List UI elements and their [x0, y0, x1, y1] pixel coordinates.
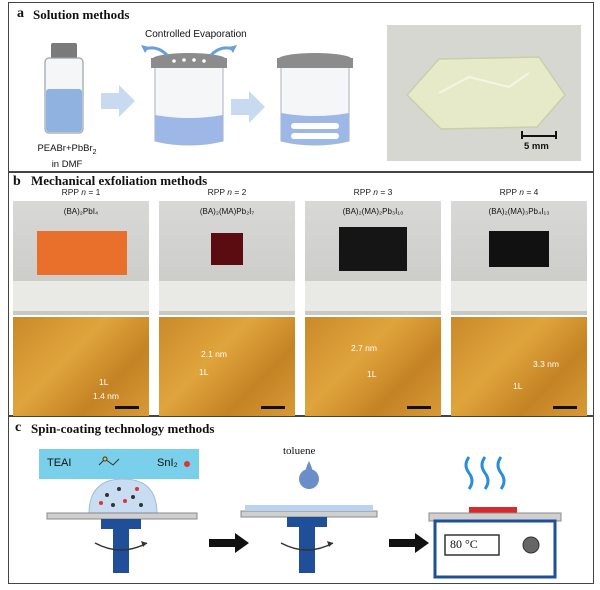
crystal-flake — [489, 231, 549, 267]
afm-label: 1L — [367, 369, 377, 379]
sni2-label: SnI₂ — [157, 457, 178, 469]
precursor-particles — [105, 487, 143, 507]
ruler — [451, 281, 587, 311]
afm-label: 1L — [199, 367, 209, 377]
crystal-scale-label: 5 mm — [524, 141, 549, 152]
toluene-label: toluene — [283, 445, 316, 457]
formula-label: (BA)₂(MA)Pb₂I₇ — [199, 207, 255, 216]
vial-caption-line1: PEABr+PbBr — [37, 143, 93, 154]
scale-bar — [407, 406, 431, 409]
formula-label: (BA)₂(MA)₂Pb₃I₁₀ — [342, 207, 404, 216]
rpp-label: RPP n = 1 — [61, 187, 101, 197]
heated-film — [469, 507, 517, 513]
afm-label: 3.3 nm — [533, 359, 559, 369]
process-arrow-icon — [231, 91, 265, 123]
panel-c-label: c — [15, 420, 22, 435]
rpp-label: RPP n = 2 — [207, 187, 247, 197]
panel-a: a Solution methods — [8, 2, 594, 172]
temperature-label: 80 °C — [450, 537, 478, 551]
beaker-with-crystals-icon — [277, 53, 353, 146]
teai-label: TEAI — [47, 457, 72, 469]
teai-molecule-icon — [98, 456, 120, 466]
afm-image: 3.3 nm 1L — [451, 317, 587, 417]
afm-label: 2.7 nm — [351, 343, 377, 353]
vial-caption: PEABr+PbBr2 in DMF — [27, 143, 107, 171]
sample-photo: (BA)₂(MA)₂Pb₃I₁₀ — [305, 201, 441, 315]
crystal-photo — [387, 25, 581, 161]
precursor-box — [39, 449, 199, 479]
afm-label: 1L — [513, 381, 523, 391]
vial-caption-sub: 2 — [92, 148, 97, 156]
process-arrow-icon — [101, 85, 135, 117]
panel-c: c Spin-coating technology methods — [8, 416, 594, 584]
scale-bar — [553, 406, 577, 409]
ruler — [159, 281, 295, 311]
solution-process-illustration — [44, 25, 581, 161]
beaker-icon — [151, 53, 227, 146]
formula-label: (BA)₂(MA)₃Pb₄I₁₃ — [488, 207, 550, 216]
afm-label: 2.1 nm — [201, 349, 227, 359]
afm-image: 2.7 nm 1L — [305, 317, 441, 417]
crystal-flake — [211, 233, 243, 265]
ruler — [13, 281, 149, 311]
rpp-label: RPP n = 4 — [499, 187, 539, 197]
afm-label: 1L — [99, 377, 109, 387]
crystal-flake — [37, 231, 127, 275]
process-arrow-icon — [389, 533, 429, 553]
vial-caption-line2: in DMF — [51, 158, 83, 170]
ruler — [305, 281, 441, 311]
evaporation-label: Controlled Evaporation — [145, 29, 247, 40]
crystal-flake — [339, 227, 407, 271]
formula-label: (BA)₂PbI₄ — [63, 207, 99, 216]
panel-b-title: Mechanical exfoliation methods — [31, 173, 208, 188]
sample-photo: (BA)₂PbI₄ — [13, 201, 149, 315]
afm-image: 2.1 nm 1L — [159, 317, 295, 417]
sample-photo: (BA)₂(MA)Pb₂I₇ — [159, 201, 295, 315]
spin-chuck-icon — [113, 529, 129, 573]
temperature-display — [444, 534, 500, 556]
afm-image: 1L 1.4 nm — [13, 317, 149, 417]
panel-a-label: a — [17, 6, 24, 21]
process-arrow-icon — [209, 533, 249, 553]
spin-coating-illustration — [39, 449, 562, 579]
panel-c-title: Spin-coating technology methods — [31, 421, 215, 436]
panel-b: b Mechanical exfoliation methods RPP n =… — [8, 172, 594, 417]
scale-bar — [115, 406, 139, 409]
panel-b-label: b — [13, 174, 21, 189]
afm-label: 1.4 nm — [93, 391, 119, 401]
rpp-label: RPP n = 3 — [353, 187, 393, 197]
scale-bar — [261, 406, 285, 409]
vial-icon — [44, 43, 84, 134]
dial-icon — [522, 536, 540, 554]
panel-a-title: Solution methods — [33, 7, 130, 22]
sni2-icon — [184, 461, 190, 467]
sample-photo: (BA)₂(MA)₃Pb₄I₁₃ — [451, 201, 587, 315]
heat-waves-icon — [464, 456, 506, 490]
droplet-icon — [88, 478, 158, 515]
